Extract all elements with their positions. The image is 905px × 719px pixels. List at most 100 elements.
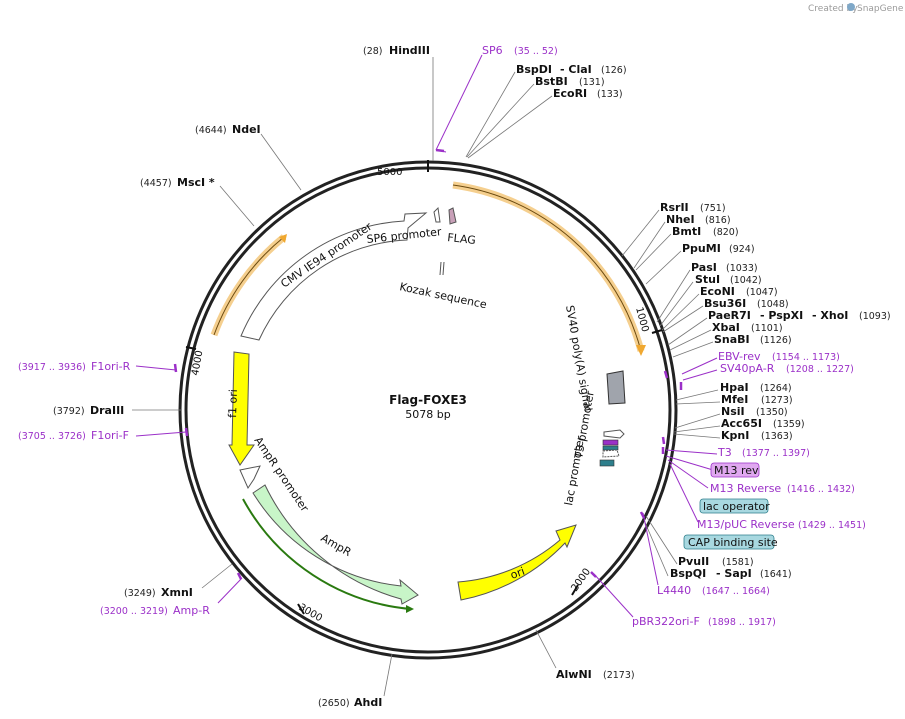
primer-name-t3[interactable]: T3 (717, 446, 732, 459)
site-pos-paer7i: (1093) (859, 311, 891, 322)
primer-range-ebv-rev: (1154 .. 1173) (772, 352, 840, 363)
primer-name-l4440[interactable]: L4440 (657, 584, 691, 597)
primer-range-f1ori-f: (3705 .. 3726) (18, 431, 86, 442)
site-pos-pvuii: (1581) (722, 557, 754, 568)
ampr-arrow[interactable] (252, 484, 419, 605)
site-name-econi[interactable]: EcoNI (700, 285, 735, 298)
site-pos-stui: (1042) (730, 275, 762, 286)
plasmid-name: Flag-FOXE3 (389, 393, 467, 407)
primer-range-f1ori-r: (3917 .. 3936) (18, 362, 86, 373)
cap-binding-label[interactable]: CAP binding site (688, 536, 778, 549)
site-name-ndei[interactable]: NdeI (232, 123, 261, 136)
ampr-underline (242, 498, 412, 610)
site-name-kpni[interactable]: KpnI (721, 429, 749, 442)
site-name-xhoi[interactable]: - XhoI (812, 309, 848, 322)
flag-tag-arrow[interactable] (448, 207, 457, 225)
site-name-ahdi[interactable]: AhdI (354, 696, 382, 709)
insert-arc-left-line (213, 236, 285, 336)
primer-name-sp6[interactable]: SP6 (482, 44, 503, 57)
site-name-bsu36i[interactable]: Bsu36I (704, 297, 746, 310)
ori-arrow[interactable] (457, 524, 577, 601)
primer-name-m13-reverse[interactable]: M13 Reverse (710, 482, 781, 495)
lac-promoter-arrow[interactable] (602, 449, 620, 458)
site-pos-nsii: (1350) (756, 407, 788, 418)
site-name-hindiii[interactable]: HindIII (389, 44, 430, 57)
site-name-hpai[interactable]: HpaI (720, 381, 749, 394)
f1-ori-label: f1 ori (226, 389, 240, 418)
site-name-ecori[interactable]: EcoRI (553, 87, 587, 100)
tick-mark-3000 (297, 603, 305, 615)
site-pos-xmni: (3249) (124, 588, 156, 599)
primer-name-m13-rev[interactable]: M13 rev (714, 464, 759, 477)
site-name-pspxi[interactable]: - PspXI (760, 309, 803, 322)
kozak-mark-2 (442, 261, 445, 276)
primer-range-m13-reverse: (1416 .. 1432) (787, 484, 855, 495)
site-pos-bspdi: (126) (601, 65, 627, 76)
primer-name-sv40pa-r[interactable]: SV40pA-R (720, 362, 775, 375)
tick-mark-2000 (571, 584, 579, 596)
site-name-stui[interactable]: StuI (695, 273, 720, 286)
site-pos-ppumi: (924) (729, 244, 755, 255)
cmv-promoter-arrow[interactable] (240, 212, 428, 341)
watermark-prefix: Created by (808, 4, 858, 14)
site-name-msci[interactable]: MscI * (177, 176, 215, 189)
primer-labels: SP6 (35 .. 52) EBV-rev (1154 .. 1173) SV… (18, 44, 866, 628)
site-name-bstbi[interactable]: BstBI (535, 75, 568, 88)
site-pos-hpai: (1264) (760, 383, 792, 394)
site-name-sapi[interactable]: - SapI (716, 567, 752, 580)
site-name-alwni[interactable]: AlwNI (556, 668, 592, 681)
site-name-snabi[interactable]: SnaBI (714, 333, 750, 346)
site-pos-msci: (4457) (140, 178, 172, 189)
site-name-xmni[interactable]: XmnI (161, 586, 193, 599)
site-name-ppumi[interactable]: PpuMI (682, 242, 721, 255)
site-name-xbai[interactable]: XbaI (712, 321, 740, 334)
cap-binding-block[interactable] (599, 459, 615, 467)
site-name-paer7i[interactable]: PaeR7I (708, 309, 751, 322)
tick-mark-4000 (185, 346, 197, 350)
primer-range-t3: (1377 .. 1397) (742, 448, 810, 459)
site-pos-xbai: (1101) (751, 323, 783, 334)
site-pos-ecori: (133) (597, 89, 623, 100)
m13-rev-block[interactable] (602, 439, 619, 446)
snapgene-watermark: Created by SnapGene (808, 3, 904, 14)
site-pos-nhei: (816) (705, 215, 731, 226)
site-name-nsii[interactable]: NsiI (721, 405, 745, 418)
t3-promoter-arrow[interactable] (603, 429, 625, 439)
site-pos-bstbi: (131) (579, 77, 605, 88)
primer-leader-lines (135, 54, 718, 618)
site-name-pasi[interactable]: PasI (691, 261, 717, 274)
site-name-nhei[interactable]: NheI (666, 213, 695, 226)
site-name-bspdi[interactable]: BspDI (516, 63, 552, 76)
primer-name-pbr322ori-f[interactable]: pBR322ori-F (632, 615, 700, 628)
primer-name-amp-r[interactable]: Amp-R (173, 604, 210, 617)
site-name-pvuii[interactable]: PvuII (678, 555, 709, 568)
primer-name-m13-puc-reverse[interactable]: M13/pUC Reverse (697, 518, 795, 531)
insert-arc-top-head (636, 345, 646, 356)
site-name-acc65i[interactable]: Acc65I (721, 417, 762, 430)
site-pos-alwni: (2173) (603, 670, 635, 681)
site-pos-ahdi: (2650) (318, 698, 350, 709)
ampr-promoter-arrow[interactable] (239, 465, 261, 490)
site-name-draiii[interactable]: DraIII (90, 404, 124, 417)
sp6-promoter-arrow[interactable] (433, 206, 441, 223)
m13-rev-highlight (710, 462, 760, 478)
insert-arc-top-line (452, 184, 642, 352)
lac-operator-block[interactable] (602, 445, 619, 451)
primer-name-f1ori-f[interactable]: F1ori-F (91, 429, 129, 442)
sv40-polya-block[interactable] (606, 370, 626, 405)
site-name-clai[interactable]: - ClaI (560, 63, 592, 76)
site-name-bmti[interactable]: BmtI (672, 225, 701, 238)
site-pos-acc65i: (1359) (773, 419, 805, 430)
site-pos-hindiii: (28) (363, 46, 383, 57)
primer-name-f1ori-r[interactable]: F1ori-R (91, 360, 131, 373)
lac-operator-label[interactable]: lac operator (703, 500, 770, 513)
site-name-rsrii[interactable]: RsrII (660, 201, 689, 214)
f1-ori-arrow[interactable] (228, 351, 255, 466)
primer-range-l4440: (1647 .. 1664) (702, 586, 770, 597)
site-leader-lines (132, 57, 721, 697)
insert-arc-top[interactable] (452, 181, 645, 352)
primer-name-ebv-rev[interactable]: EBV-rev (718, 350, 761, 363)
site-name-bspqi[interactable]: BspQI (670, 567, 706, 580)
site-name-mfei[interactable]: MfeI (721, 393, 748, 406)
site-pos-mfei: (1273) (761, 395, 793, 406)
